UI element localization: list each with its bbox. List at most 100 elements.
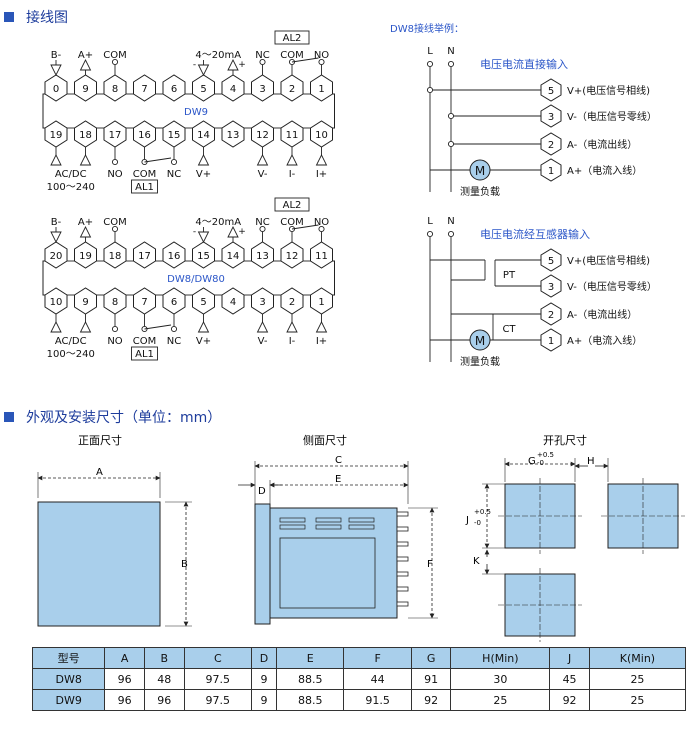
table-header: B (143, 647, 185, 669)
terminal-bottom-17 (103, 120, 127, 148)
board-frame-left (42, 93, 45, 129)
input-arrow-vplus (197, 153, 210, 166)
table-header: 型号 (31, 647, 106, 669)
terminal-top-18-label: 18 (109, 251, 122, 262)
table-cell: 88.5 (276, 668, 345, 690)
example-terminal-2 (540, 132, 562, 156)
motor-icon (469, 159, 491, 181)
board-frame-right (332, 93, 335, 129)
terminal-top-4-label: 4 (230, 84, 236, 95)
dim-j-tol-minus: -0 (474, 519, 481, 527)
section-wiring-title: 接线图 (4, 7, 68, 27)
label-v-plus: V+ (196, 169, 211, 180)
load-label: 测量负载 (460, 355, 500, 368)
side-bezel (254, 503, 271, 625)
ct-label: CT (502, 324, 516, 335)
pt-label: PT (503, 270, 516, 281)
label-power-range: 100～240 (47, 349, 95, 360)
terminal-bottom-11 (280, 120, 304, 148)
dim-k-label: K (473, 556, 480, 567)
terminal-bottom-5-label: 5 (200, 297, 206, 308)
neutral-n-terminal (447, 60, 455, 68)
table-cell: 9 (250, 689, 278, 711)
table-cell-model: DW9 (31, 689, 106, 711)
label-nc: NC (255, 50, 269, 61)
terminal-top-14-label: 14 (227, 251, 240, 262)
terminal-bottom-3-label: 3 (259, 297, 265, 308)
example-terminal-label: 1 (548, 166, 554, 177)
terminal-bottom-13 (221, 120, 245, 148)
label-com2: COM (280, 50, 303, 61)
table-cell: 92 (549, 689, 590, 711)
terminal-top-7-label: 7 (141, 84, 147, 95)
terminal-bottom-18-label: 18 (79, 130, 92, 141)
terminal-pin (396, 556, 409, 562)
table-header: A (104, 647, 145, 669)
label-v-minus: V- (258, 169, 268, 180)
terminal-bottom-14 (192, 120, 215, 148)
table-cell: 9 (250, 668, 278, 690)
label-plus: + (238, 60, 246, 70)
label-4-20ma: 4～20mA (195, 50, 241, 61)
power-arrow-n (79, 320, 92, 333)
terminal-top-19-label: 19 (79, 251, 92, 262)
label-neutral-n: N (447, 216, 454, 227)
label-a-plus: A+ (78, 217, 93, 228)
analog-out-arrow-plus (227, 58, 239, 71)
line-l-terminal (426, 230, 434, 238)
dim-c-label: C (335, 455, 342, 466)
label-nc2: NC (167, 169, 181, 180)
terminal-pin (396, 586, 409, 592)
terminal-pin (396, 526, 409, 532)
relay-nc-dot (259, 225, 266, 233)
example-terminal-label: 5 (548, 256, 554, 267)
terminal-bottom-3 (251, 287, 274, 315)
example-terminal-desc: A-（电流出线） (567, 308, 637, 321)
relay-no-dot (111, 325, 119, 333)
terminal-bottom-12-label: 12 (256, 130, 269, 141)
side-terminal-pins (396, 511, 409, 607)
terminal-bottom-12 (251, 120, 274, 148)
terminal-bottom-7-label: 7 (141, 297, 147, 308)
table-header: D (250, 647, 278, 669)
table-cell: 30 (450, 668, 551, 690)
input-arrow-vminus (256, 320, 269, 333)
dim-h-label: H (587, 456, 595, 467)
terminal-bottom-19-label: 19 (50, 130, 63, 141)
power-arrow-n (79, 153, 92, 166)
dim-b-label: B (181, 559, 188, 570)
model-label: DW9 (184, 107, 208, 118)
signal-arrow-a (79, 225, 92, 238)
label-acdc: AC/DC (55, 169, 87, 180)
terminal-bottom-10-label: 10 (50, 297, 63, 308)
label-no2: NO (107, 336, 122, 347)
dim-j-label: J (465, 515, 469, 526)
table-header: J (549, 647, 590, 669)
input-arrow-vminus (256, 153, 269, 166)
table-header: E (276, 647, 345, 669)
example-title: DW8接线举例： (390, 22, 464, 35)
label-com: COM (103, 217, 126, 228)
table-cell: 44 (343, 668, 412, 690)
section-wiring-label: 接线图 (26, 10, 68, 26)
terminal-bottom-10 (44, 287, 68, 315)
label-line-l: L (427, 46, 433, 57)
section-marker (4, 12, 14, 22)
al2-box (274, 197, 310, 212)
power-arrow-l (50, 153, 62, 166)
al1-box-label: AL1 (135, 182, 154, 193)
relay-no-dot (111, 158, 119, 166)
terminal-bottom-8 (103, 287, 127, 315)
label-i-plus: I+ (316, 336, 327, 347)
dimension-table: 型号 A B C D E F G H(Min) J K(Min) DW8 96 … (31, 647, 687, 711)
example-terminal-1 (540, 158, 562, 182)
signal-arrow-a (79, 58, 92, 71)
terminal-dot (111, 225, 119, 233)
table-cell: 92 (410, 689, 452, 711)
terminal-top-9-label: 9 (82, 84, 88, 95)
side-vents (279, 517, 375, 530)
label-com3: COM (133, 169, 156, 180)
terminal-top-15-label: 15 (197, 251, 210, 262)
label-com: COM (103, 50, 126, 61)
input-arrow-vplus (197, 320, 210, 333)
